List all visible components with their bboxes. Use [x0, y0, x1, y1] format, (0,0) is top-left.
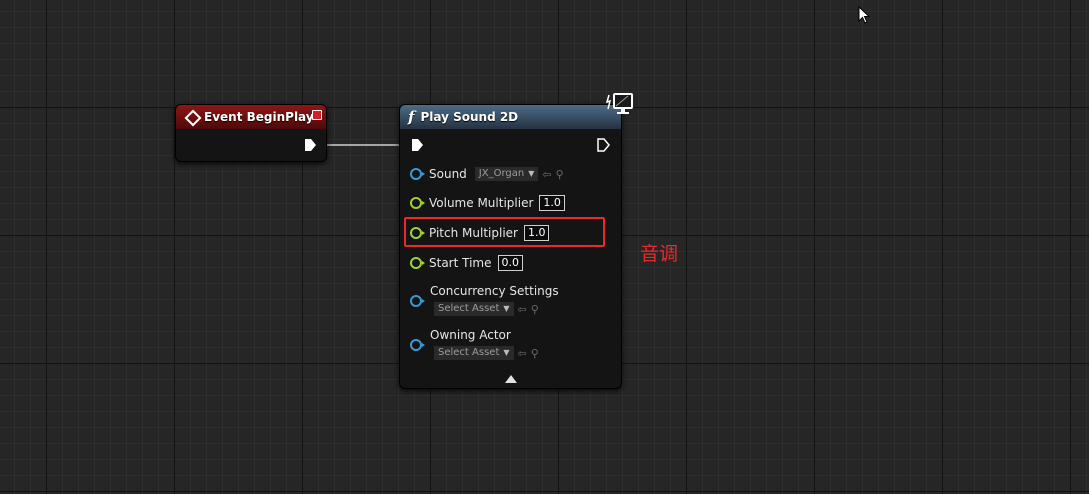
chevron-down-icon: ▼: [528, 169, 535, 178]
exec-out-pin-icon[interactable]: [596, 138, 610, 152]
start-time-label: Start Time: [429, 256, 492, 270]
owning-actor-pin-row: [410, 336, 429, 354]
owning-actor-value: Select Asset: [438, 347, 500, 358]
browse-asset-icon[interactable]: ⚲: [555, 167, 564, 181]
pitch-multiplier-input[interactable]: 1.0: [523, 225, 550, 241]
use-asset-icon[interactable]: ⇦: [517, 346, 527, 360]
sound-label: Sound: [429, 167, 467, 181]
event-node-title: Event BeginPlay: [204, 110, 314, 124]
concurrency-settings-dropdown[interactable]: Select Asset ▼: [434, 302, 514, 316]
volume-multiplier-label: Volume Multiplier: [429, 196, 534, 210]
sound-pin[interactable]: [410, 168, 425, 180]
browse-asset-icon[interactable]: ⚲: [530, 302, 539, 316]
function-icon: f: [408, 108, 415, 126]
concurrency-settings-pin-row: [410, 292, 429, 310]
collapse-arrow-icon[interactable]: [505, 375, 517, 383]
volume-multiplier-pin[interactable]: [410, 197, 425, 209]
start-time-input[interactable]: 0.0: [497, 255, 523, 271]
concurrency-settings-value: Select Asset: [438, 303, 500, 314]
pitch-multiplier-pin[interactable]: [410, 227, 425, 239]
use-asset-icon[interactable]: ⇦: [517, 302, 527, 316]
exec-in-pin-icon[interactable]: [410, 138, 424, 152]
concurrency-settings-pin[interactable]: [410, 295, 425, 307]
owning-actor-label: Owning Actor: [430, 328, 511, 342]
chevron-down-icon: ▼: [503, 348, 510, 357]
volume-multiplier-input[interactable]: 1.0: [539, 195, 565, 211]
browse-asset-icon[interactable]: ⚲: [530, 346, 539, 360]
start-time-row: Start Time 0.0: [410, 254, 523, 272]
owning-actor-dropdown[interactable]: Select Asset ▼: [434, 346, 514, 360]
owning-actor-pin[interactable]: [410, 339, 425, 351]
start-time-pin[interactable]: [410, 257, 425, 269]
sound-asset-dropdown[interactable]: JX_Organ ▼: [474, 167, 539, 181]
chevron-down-icon: ▼: [503, 304, 510, 313]
delegate-pin[interactable]: [312, 110, 322, 120]
client-monitor-icon: [606, 93, 633, 114]
exec-out-pin-icon[interactable]: [303, 138, 317, 152]
function-node-title: Play Sound 2D: [420, 110, 519, 124]
mouse-cursor-icon: [858, 6, 871, 24]
pitch-multiplier-label: Pitch Multiplier: [429, 226, 518, 240]
event-node-header[interactable]: Event BeginPlay: [176, 105, 326, 129]
pitch-annotation-text: 音调: [640, 243, 679, 265]
volume-multiplier-row: Volume Multiplier 1.0: [410, 194, 565, 212]
event-beginplay-node[interactable]: Event BeginPlay: [175, 104, 327, 162]
concurrency-settings-asset-row: Select Asset ▼ ⇦ ⚲: [434, 300, 539, 318]
use-asset-icon[interactable]: ⇦: [542, 167, 552, 181]
function-node-header[interactable]: f Play Sound 2D: [400, 105, 621, 129]
sound-row: Sound JX_Organ ▼ ⇦ ⚲: [410, 165, 564, 183]
sound-asset-value: JX_Organ: [478, 168, 525, 179]
pitch-multiplier-row: Pitch Multiplier 1.0: [410, 224, 550, 242]
event-diamond-icon: [184, 109, 200, 125]
pitch-multiplier-highlight-box: [404, 217, 605, 247]
owning-actor-asset-row: Select Asset ▼ ⇦ ⚲: [434, 344, 539, 362]
concurrency-settings-label: Concurrency Settings: [430, 284, 559, 298]
